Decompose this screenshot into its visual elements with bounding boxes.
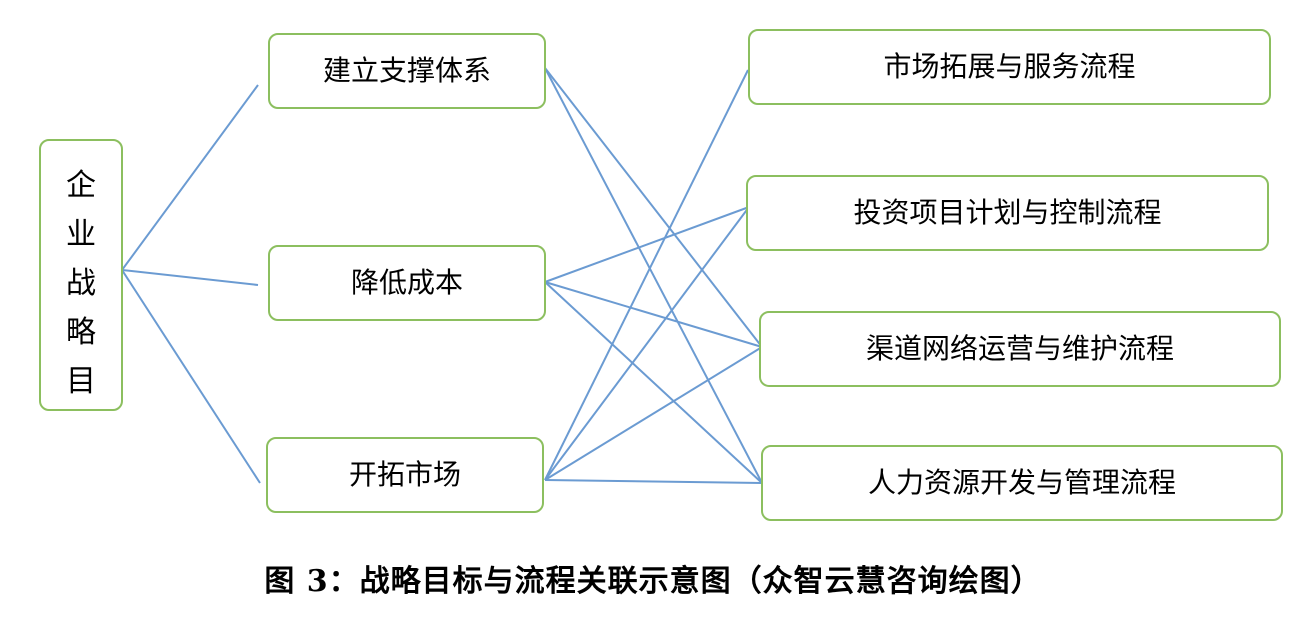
process-label: 渠道网络运营与维护流程 — [865, 332, 1174, 365]
support-to-hr-line — [544, 67, 763, 484]
support-to-channel-line — [544, 67, 763, 348]
root-label-char: 目 — [66, 364, 96, 399]
process-box-hr: 人力资源开发与管理流程 — [761, 445, 1283, 521]
root-to-support-line — [121, 84, 259, 271]
market-to-channel-line — [544, 346, 763, 481]
figure-caption: 图 3：战略目标与流程关联示意图（众智云慧咨询绘图） — [264, 564, 1042, 599]
root-box-enterprise-strategy: 企 业 战 略 目 — [39, 139, 123, 411]
process-box-channel: 渠道网络运营与维护流程 — [759, 311, 1281, 387]
process-label: 人力资源开发与管理流程 — [867, 466, 1176, 499]
process-label: 投资项目计划与控制流程 — [853, 196, 1162, 229]
process-label: 市场拓展与服务流程 — [883, 50, 1136, 83]
cost-to-investment-line — [544, 206, 750, 283]
process-box-investment: 投资项目计划与控制流程 — [746, 175, 1269, 251]
goal-box-support: 建立支撑体系 — [268, 33, 546, 109]
root-label-char: 略 — [66, 315, 96, 350]
root-label-char: 战 — [66, 266, 96, 301]
market-to-market-service-line — [544, 69, 749, 481]
root-to-market-line — [121, 269, 261, 484]
goal-label: 降低成本 — [350, 266, 463, 299]
market-to-investment-line — [544, 206, 750, 481]
market-to-hr-line — [544, 479, 763, 484]
root-label-char: 业 — [66, 217, 96, 252]
root-to-cost-line — [121, 269, 259, 286]
cost-to-channel-line — [544, 281, 763, 348]
root-label-char: 企 — [66, 168, 96, 203]
goal-label: 开拓市场 — [348, 458, 461, 491]
cost-to-hr-line — [544, 281, 763, 484]
goal-box-market: 开拓市场 — [266, 437, 544, 513]
process-box-market-service: 市场拓展与服务流程 — [748, 29, 1271, 105]
goal-box-cost: 降低成本 — [268, 245, 546, 321]
goal-label: 建立支撑体系 — [322, 54, 491, 87]
